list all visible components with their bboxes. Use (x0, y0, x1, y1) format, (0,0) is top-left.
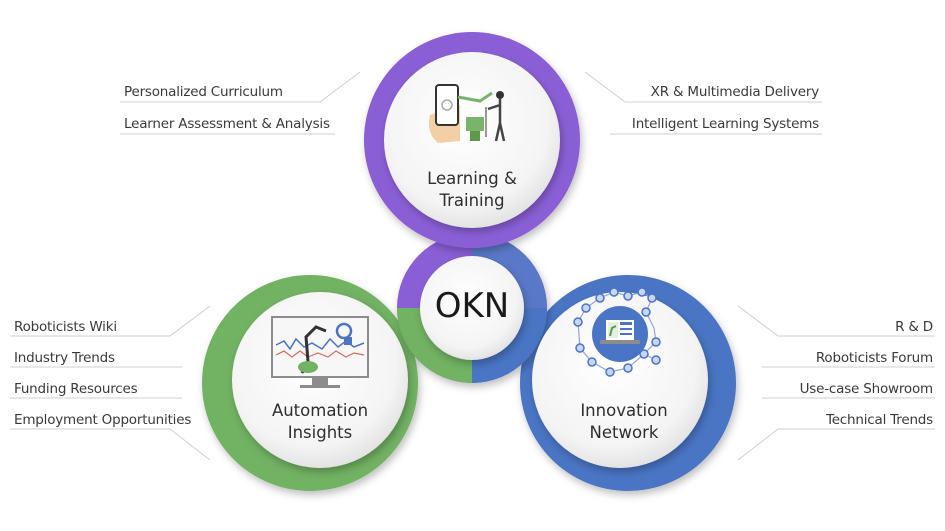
label-employment-opportunities: Employment Opportunities (14, 412, 192, 428)
automation-title-line1: Automation (271, 401, 369, 420)
automation-insights-title: Automation Insights (258, 400, 382, 444)
innovation-network-title: Innovation Network (562, 400, 686, 444)
label-use-case-showroom: Use-case Showroom (799, 381, 934, 397)
innovation-title-line2: Network (589, 423, 659, 442)
label-intelligent-learning: Intelligent Learning Systems (631, 116, 819, 132)
label-xr-multimedia: XR & Multimedia Delivery (650, 84, 820, 100)
innovation-disc (532, 292, 708, 468)
label-funding-resources: Funding Resources (14, 381, 138, 397)
vr-training-icon (429, 84, 506, 143)
learning-training-title: Learning & Training (412, 168, 532, 212)
label-roboticists-forum: Roboticists Forum (815, 350, 933, 366)
okn-center-label: OKN (434, 286, 510, 326)
label-technical-trends: Technical Trends (825, 412, 933, 428)
innovation-title-line1: Innovation (580, 401, 668, 420)
label-roboticists-wiki: Roboticists Wiki (14, 319, 117, 335)
label-industry-trends: Industry Trends (14, 350, 115, 366)
network-laptop-icon (573, 287, 661, 377)
label-personalized-curriculum: Personalized Curriculum (124, 84, 283, 100)
label-learner-assessment: Learner Assessment & Analysis (124, 116, 330, 132)
learning-title-line2: Training (439, 191, 505, 210)
learning-title-line1: Learning & (427, 169, 517, 188)
automation-title-line2: Insights (287, 423, 353, 442)
label-r-and-d: R & D (895, 319, 933, 335)
connector-lines (10, 71, 935, 461)
robot-arm-monitor-icon (271, 316, 369, 388)
okn-disc (420, 256, 524, 360)
